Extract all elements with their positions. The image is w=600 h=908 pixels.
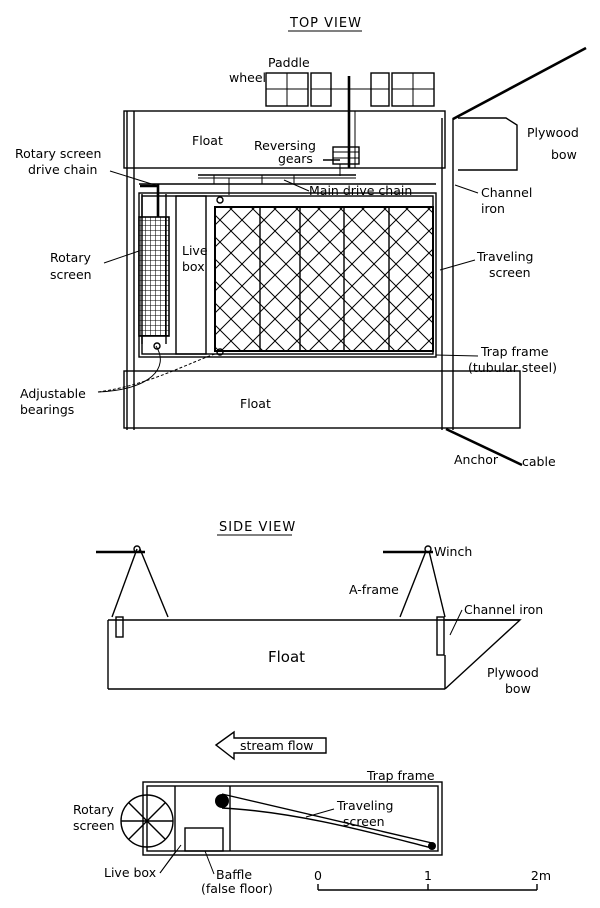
- baffle-label-line2: (false floor): [201, 881, 273, 896]
- channel-iron-top: [126, 111, 454, 430]
- a-frame-label: A-frame: [349, 582, 399, 597]
- adjustable-bearings-label-line2: bearings: [20, 402, 74, 417]
- rotary-screen-label-line2: screen: [50, 267, 92, 282]
- live-box-label-line2: box: [182, 259, 205, 274]
- trap-frame-section: [142, 781, 443, 856]
- live-box-top: [175, 195, 207, 355]
- traveling-screen-label-line1: Traveling: [476, 249, 534, 264]
- scale-tick-1: 1: [424, 868, 432, 883]
- plywood-bow-side: [444, 619, 522, 690]
- rotary-screen-section-label-line1: Rotary: [73, 802, 114, 817]
- side-view: SIDE VIEW Winch A-frame Channel iron: [96, 520, 543, 696]
- rotary-drive-label-line1: Rotary screen: [15, 146, 101, 161]
- plywood-bow-side-label-line1: Plywood: [487, 665, 539, 680]
- stream-flow-arrow: [214, 730, 327, 761]
- scale-bar: 0 1 2m: [314, 868, 551, 891]
- stream-flow-label: stream flow: [240, 738, 314, 753]
- rotary-screen-section: [120, 794, 174, 848]
- traveling-screen-section-label-line2: screen: [343, 814, 385, 829]
- traveling-screen: [214, 206, 434, 352]
- top-view: TOP VIEW Paddle wheel Float: [15, 16, 587, 469]
- float-top-label: Float: [192, 133, 223, 148]
- side-view-title: SIDE VIEW: [219, 520, 296, 535]
- baffle-label-line1: Baffle: [216, 867, 252, 882]
- float-side-label: Float: [268, 648, 305, 666]
- anchor-label: Anchor: [454, 452, 499, 467]
- plywood-bow-label-line2: bow: [551, 147, 577, 162]
- float-side: [107, 616, 520, 690]
- trap-frame-label-line2: (tubular steel): [468, 360, 557, 375]
- channel-iron-side-label: Channel iron: [464, 602, 543, 617]
- reversing-gears-label-line1: Reversing: [254, 138, 316, 153]
- rotary-screen-section-label-line2: screen: [73, 818, 115, 833]
- plywood-bow-side-label-line2: bow: [505, 681, 531, 696]
- section-view: stream flow Trap frame Rotary screen Tra…: [73, 730, 443, 896]
- trap-frame-section-label: Trap frame: [366, 768, 435, 783]
- live-box-label-line1: Live: [182, 243, 208, 258]
- scale-tick-2: 2m: [531, 868, 551, 883]
- a-frame-right: [383, 545, 446, 618]
- anchor-cable-lower: [445, 427, 523, 467]
- rotary-screen-label-line1: Rotary: [50, 250, 91, 265]
- paddle-wheel-label-line1: Paddle: [268, 55, 310, 70]
- anchor-cable-upper: [452, 46, 587, 121]
- main-drive-chain-label: Main drive chain: [309, 183, 412, 198]
- cable-label: cable: [522, 454, 556, 469]
- plywood-bow-top: [458, 117, 518, 171]
- reversing-gears: [323, 146, 360, 165]
- live-box-section: [174, 786, 231, 852]
- traveling-screen-section: [215, 793, 436, 850]
- adjustable-bearings-label-line1: Adjustable: [20, 386, 86, 401]
- float-bottom: [123, 370, 521, 429]
- channel-iron-label-line1: Channel: [481, 185, 532, 200]
- traveling-screen-section-label-line1: Traveling: [336, 798, 394, 813]
- rotary-screen: [138, 216, 170, 337]
- float-bottom-label: Float: [240, 396, 271, 411]
- top-view-title: TOP VIEW: [289, 16, 362, 31]
- live-box-section-label: Live box: [104, 865, 156, 880]
- paddle-wheel-label-line2: wheel: [229, 70, 266, 85]
- a-frame-left: [96, 545, 169, 618]
- channel-iron-label-line2: iron: [481, 201, 505, 216]
- float-top: [123, 110, 446, 169]
- trap-frame-label-line1: Trap frame: [480, 344, 549, 359]
- rotary-drive-label-line2: drive chain: [28, 162, 97, 177]
- reversing-gears-label-line2: gears: [278, 151, 313, 166]
- plywood-bow-label-line1: Plywood: [527, 125, 579, 140]
- paddle-wheel: [265, 72, 435, 168]
- winch-label: Winch: [434, 544, 472, 559]
- scale-tick-0: 0: [314, 868, 322, 883]
- traveling-screen-label-line2: screen: [489, 265, 531, 280]
